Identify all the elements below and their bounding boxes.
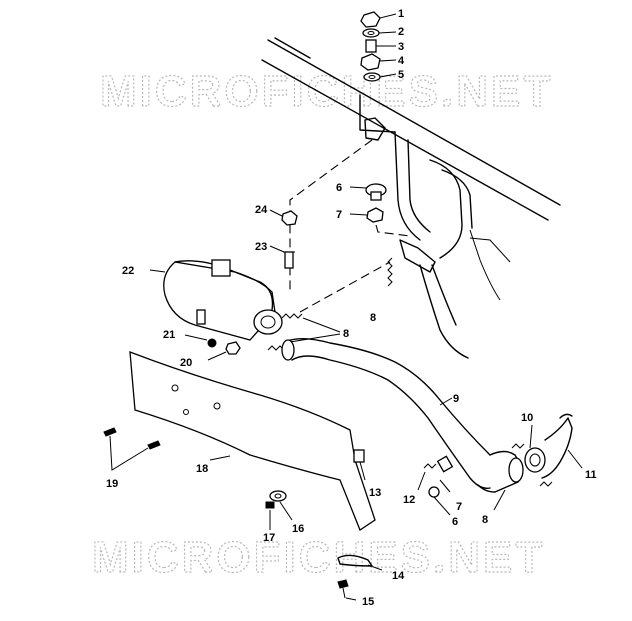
callout-6-bottom: 6 bbox=[452, 516, 458, 528]
callout-6: 6 bbox=[336, 182, 342, 194]
callout-22: 22 bbox=[122, 265, 134, 277]
callout-23: 23 bbox=[255, 241, 267, 253]
lower-clamp bbox=[337, 554, 383, 601]
callout-7: 7 bbox=[336, 209, 342, 221]
callout-10: 10 bbox=[521, 412, 533, 424]
hanger-bolt bbox=[269, 209, 298, 269]
callout-24: 24 bbox=[255, 204, 268, 216]
exhaust-springs bbox=[267, 257, 393, 351]
watermark-top: MICROFICHES.NET bbox=[100, 67, 553, 116]
callout-7-bottom: 7 bbox=[456, 501, 462, 513]
callout-20: 20 bbox=[180, 357, 192, 369]
rubber-mount-upper bbox=[349, 183, 411, 237]
top-hardware-stack bbox=[360, 11, 397, 82]
heat-shield-screws bbox=[103, 427, 161, 471]
callout-13: 13 bbox=[369, 487, 381, 499]
callout-11: 11 bbox=[585, 469, 597, 481]
muffler bbox=[149, 259, 283, 341]
watermark-bottom: MICROFICHES.NET bbox=[92, 533, 545, 582]
callout-18: 18 bbox=[196, 463, 208, 475]
callout-1: 1 bbox=[398, 8, 404, 20]
callout-8-left: 8 bbox=[370, 312, 376, 324]
callout-21: 21 bbox=[163, 329, 175, 341]
muffler-mount-bolts bbox=[184, 334, 241, 361]
exhaust-pipe bbox=[281, 338, 524, 493]
vehicle-frame bbox=[261, 37, 561, 359]
callout-2: 2 bbox=[398, 26, 404, 38]
heat-shield bbox=[129, 351, 376, 531]
callout-4: 4 bbox=[398, 55, 405, 67]
callout-8-mid: 8 bbox=[343, 328, 349, 340]
callout-5: 5 bbox=[398, 69, 404, 81]
callout-14: 14 bbox=[392, 570, 405, 582]
callout-17: 17 bbox=[263, 532, 275, 544]
callout-12: 12 bbox=[403, 494, 415, 506]
washer-and-screw bbox=[265, 490, 293, 530]
callout-8-bottom: 8 bbox=[482, 514, 488, 526]
lower-mount-hardware bbox=[417, 455, 506, 516]
callout-15: 15 bbox=[362, 596, 374, 608]
callout-9: 9 bbox=[453, 393, 459, 405]
callout-19: 19 bbox=[106, 478, 118, 490]
exhaust-flange bbox=[511, 413, 583, 487]
callout-16: 16 bbox=[292, 523, 304, 535]
callout-3: 3 bbox=[398, 41, 404, 53]
